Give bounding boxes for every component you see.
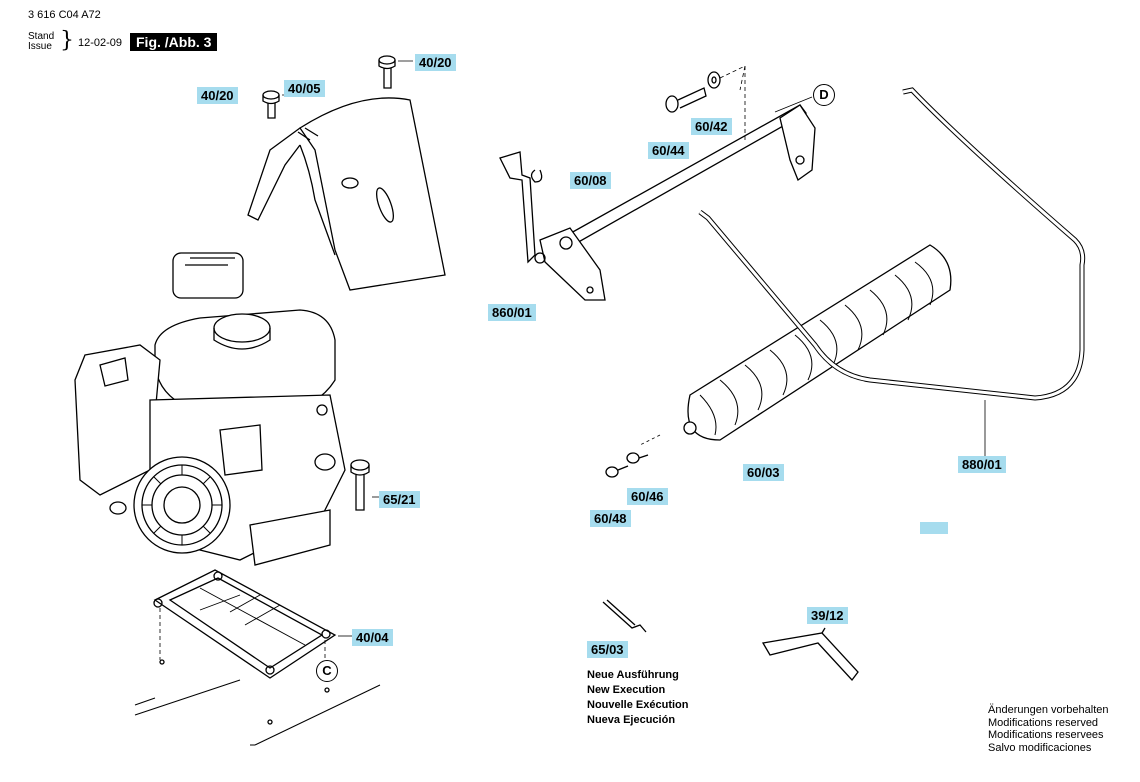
grip-sleeve (639, 244, 952, 446)
washer-60-46 (626, 452, 649, 464)
part-label-40-20-left[interactable]: 40/20 (197, 87, 238, 104)
part-label-40-04[interactable]: 40/04 (352, 629, 393, 646)
document-number: 3 616 C04 A72 (28, 9, 101, 21)
stand-label: Stand (28, 31, 55, 42)
part-label-60-44[interactable]: 60/44 (648, 142, 689, 159)
part-label-40-20-right[interactable]: 40/20 (415, 54, 456, 71)
screw-60-48 (605, 465, 629, 478)
part-label-65-21[interactable]: 65/21 (379, 491, 420, 508)
bolt-60-44 (665, 87, 707, 113)
note-line-en: New Execution (587, 684, 666, 696)
part-label-880-01[interactable]: 880/01 (958, 456, 1006, 473)
part-label-860-01[interactable]: 860/01 (488, 304, 536, 321)
part-label-60-46[interactable]: 60/46 (627, 488, 668, 505)
part-label-60-03[interactable]: 60/03 (743, 464, 784, 481)
screw-40-20-left (262, 90, 280, 119)
mods-line-fr: Modifications reservees (988, 729, 1104, 741)
part-label-60-48[interactable]: 60/48 (590, 510, 631, 527)
figure-label: Fig. /Abb. 3 (130, 33, 218, 51)
note-line-fr: Nouvelle Exécution (587, 699, 689, 711)
screw-40-20-right (378, 55, 396, 89)
brace-glyph: } (60, 28, 74, 53)
part-label-65-03[interactable]: 65/03 (587, 641, 628, 658)
part-label-39-12[interactable]: 39/12 (807, 607, 848, 624)
handle-shaft (499, 104, 816, 301)
part-label-40-05[interactable]: 40/05 (284, 80, 325, 97)
modifications-notice: Änderungen vorbehalten Modifications res… (988, 704, 1108, 754)
base-plate (153, 569, 352, 679)
note-line-es: Nueva Ejecución (587, 714, 676, 726)
washer-60-42 (707, 71, 721, 89)
legend-swatch (920, 522, 948, 534)
belt-guard-cover (247, 97, 446, 291)
mods-line-es: Salvo modificaciones (988, 741, 1092, 754)
stand-issue-label: Stand Issue (28, 32, 54, 52)
mods-line-de: Änderungen vorbehalten (988, 704, 1109, 716)
callout-d: D (813, 84, 835, 106)
mods-line-en: Modifications reserved (988, 716, 1099, 729)
new-execution-note: Neue Ausführung New Execution Nouvelle E… (587, 668, 688, 728)
issue-date: 12-02-09 (78, 37, 123, 49)
engine (74, 252, 346, 566)
pin-65-03 (602, 599, 647, 633)
hex-key-39-12 (761, 627, 859, 682)
part-label-60-08[interactable]: 60/08 (570, 172, 611, 189)
bolt-65-21 (350, 459, 385, 511)
part-label-60-42[interactable]: 60/42 (691, 118, 732, 135)
issue-label: Issue (28, 41, 52, 52)
callout-c: C (316, 660, 338, 682)
note-line-de: Neue Ausführung (587, 669, 679, 681)
handle-bar (698, 87, 1086, 458)
